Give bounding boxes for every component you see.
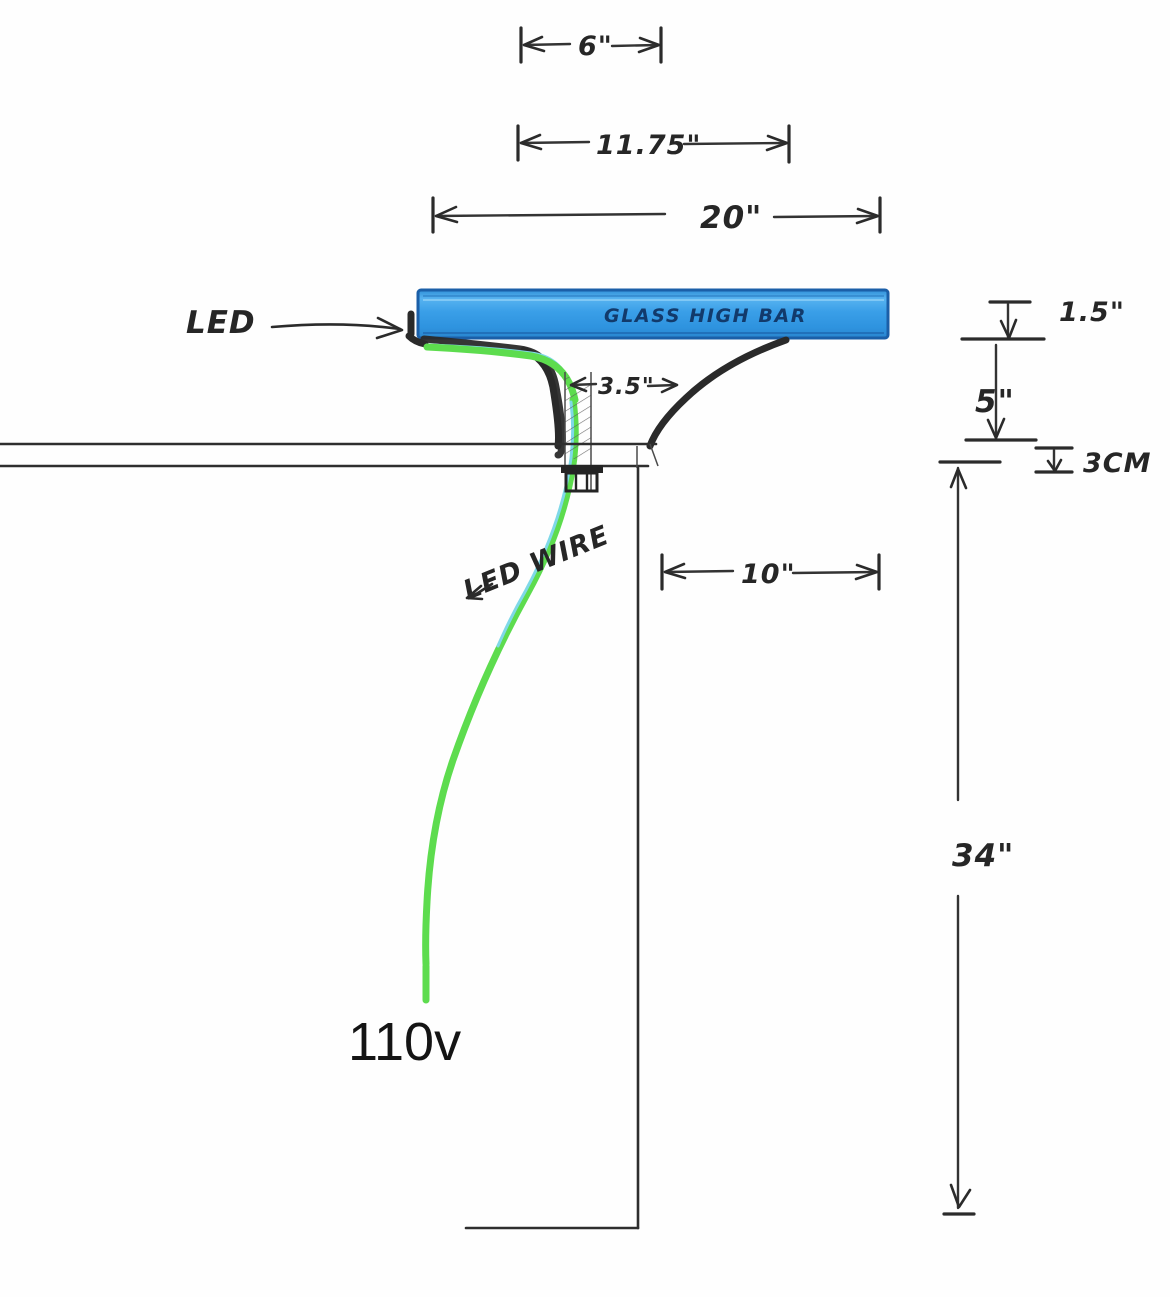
dimension-bar-height-15in: 1.5" — [960, 297, 1125, 341]
dimension-label-35in: 3.5" — [598, 374, 655, 400]
countertop — [0, 442, 659, 468]
dimension-top-1175in: 11.75" — [516, 124, 791, 164]
voltage-label: 110v — [348, 1012, 461, 1072]
dimension-label-15in: 1.5" — [1059, 297, 1125, 328]
counter-fastener — [561, 465, 603, 493]
led-callout: LED — [186, 305, 404, 341]
dimension-label-34in: 34" — [952, 838, 1014, 874]
wall-panel — [464, 466, 640, 1230]
right-support-bracket — [646, 336, 790, 450]
dimension-thickness-3cm: 3CM — [1034, 446, 1151, 479]
dimension-counter-height-34in: 34" — [938, 460, 1014, 1216]
dimension-gap-5in: 5" — [964, 343, 1038, 442]
led-wire-label: LED WIRE — [459, 520, 614, 607]
led-module — [405, 310, 429, 348]
dimension-label-10in: 10" — [741, 559, 796, 590]
glass-high-bar: GLASS HIGH BAR — [416, 288, 890, 340]
dimension-label-5in: 5" — [975, 384, 1015, 420]
led-label: LED — [186, 305, 256, 341]
dimension-overhang-10in: 10" — [660, 553, 881, 591]
dimension-inset-35in: 3.5" — [564, 372, 679, 492]
led-wire-callout: LED WIRE — [459, 520, 614, 607]
dimension-label-1175in: 11.75" — [596, 130, 701, 161]
dimension-top-20in: 20" — [431, 196, 882, 236]
glass-high-bar-label: GLASS HIGH BAR — [604, 305, 807, 327]
dimension-label-3cm: 3CM — [1083, 448, 1151, 479]
dimension-label-20in: 20" — [700, 200, 762, 236]
dimension-label-6in: 6" — [578, 31, 613, 62]
dimension-top-6in: 6" — [519, 26, 663, 64]
